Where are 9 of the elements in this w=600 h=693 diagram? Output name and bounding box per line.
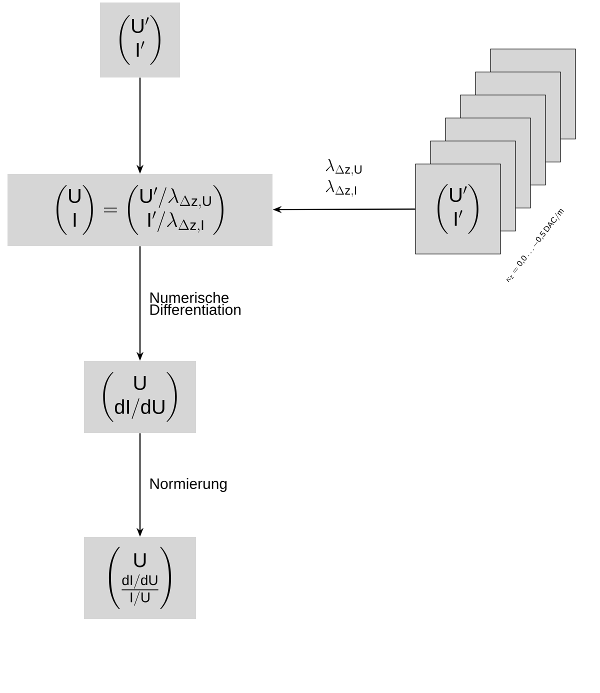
edge-label: Numerische Differentiation	[150, 292, 240, 315]
edge-label: Normierung	[150, 478, 227, 492]
edge-label: $\begin{array}{l}\lambda_{\Delta\mathsf{z,U}}\\\lambda_{\Delta\mathsf{z,I}}\end{array}$	[326, 159, 362, 197]
rotated-label: $\kappa_{\mathsf{z}}=\mathsf{0{,}0}\ldots\mathsf{-0{,}5\,DAC/m}$	[506, 209, 564, 282]
matrix-box: $\begin{pmatrix}\mathsf{U}\\\mathsf{dI/dU}\end{pmatrix}$	[84, 361, 196, 433]
matrix-box: $\begin{pmatrix}\mathsf{U}'\\\mathsf{I}'\end{pmatrix}$	[415, 164, 501, 254]
matrix-box: $\begin{pmatrix}\mathsf{U}\\\frac{\mathsf{dI/dU}}{\mathsf{I/U}}\end{pmatrix}$	[84, 537, 196, 619]
matrix-box: $\begin{pmatrix}\mathsf{U}'\\\mathsf{I}'\end{pmatrix}$	[100, 2, 180, 78]
matrix-box: $\begin{pmatrix}\mathsf{U}\\\mathsf{I}\end{pmatrix}=\begin{pmatrix}\mathsf{U}'/\lambda_{\Delta\mathsf{z,U}}\\\mathsf{I}'/\lambda_{\Delta\mathsf{z,I}}\end{pmatrix}$	[8, 174, 272, 246]
